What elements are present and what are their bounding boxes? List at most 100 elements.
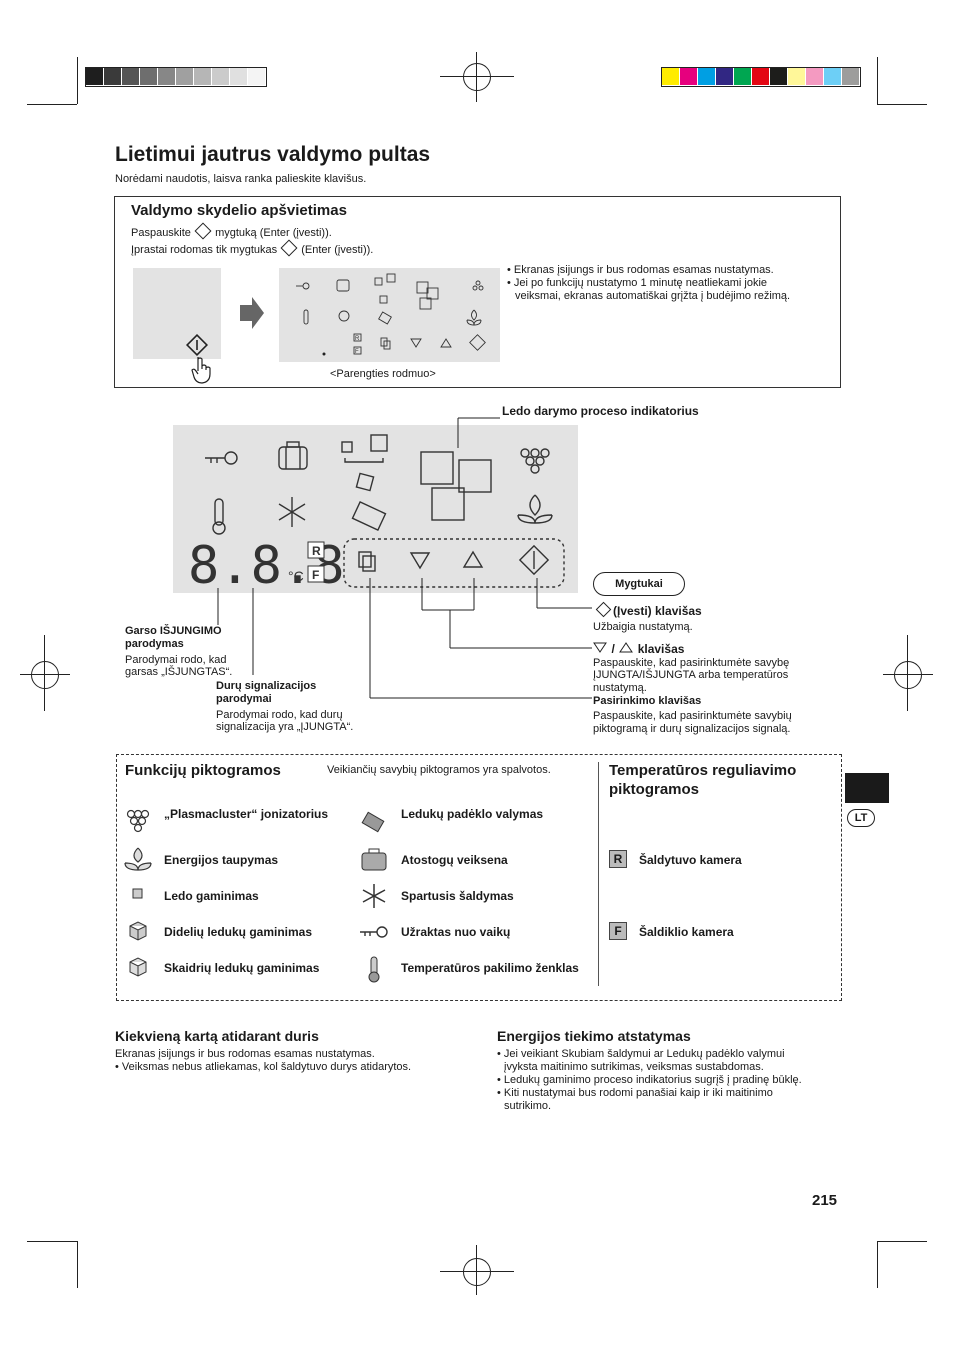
function-icons-box (116, 754, 842, 1001)
sound-off-desc-1: Parodymai rodo, kad (125, 654, 227, 666)
registration-line (476, 1245, 477, 1295)
line1-text-b: mygtuką (Enter (įvesti)). (215, 227, 332, 239)
color-swatch (824, 68, 842, 85)
enter-key-text: (Įvesti) klavišas (613, 604, 702, 618)
full-panel-thumbnail (279, 268, 500, 362)
registration-line (883, 674, 933, 675)
callout-lines (217, 417, 592, 699)
r-badge: R (609, 850, 627, 868)
power-section-line-2: įvyksta maitinimo sutrikimas, veiksmas s… (504, 1061, 764, 1073)
svg-text:R: R (355, 336, 360, 342)
ice-tray-cleaning-icon (361, 811, 385, 833)
color-swatch (104, 68, 122, 85)
func-clear-ice: Skaidrių ledukų gaminimas (164, 961, 320, 975)
plasmacluster-icon (126, 809, 150, 833)
registration-line (440, 1271, 514, 1272)
crop-mark (877, 57, 878, 104)
hand-pointer-icon (191, 357, 211, 384)
panel-lighting-line2: Įprastai rodomas tik mygtukas (Enter (įv… (131, 239, 374, 257)
control-panel-icons: 8.8.8 °C R F (188, 434, 565, 593)
thermometer-icon (368, 956, 380, 983)
crop-mark (27, 104, 77, 105)
color-swatch (788, 68, 806, 85)
color-swatch (194, 68, 212, 85)
enter-icon (595, 601, 612, 618)
f-badge: F (609, 922, 627, 940)
select-desc-2: piktogramą ir durų signalizacijos signal… (593, 723, 791, 735)
updown-key-text: klavišas (637, 642, 685, 656)
freezer-compartment-label: Šaldiklio kamera (639, 925, 734, 939)
ice-making-icon (132, 888, 143, 899)
select-desc-1: Paspauskite, kad pasirinktumėte savybių (593, 710, 792, 722)
functions-note: Veikiančių savybių piktogramos yra spalv… (327, 764, 551, 776)
power-section-line-3: • Ledukų gaminimo proceso indikatorius s… (497, 1074, 802, 1086)
color-swatch (734, 68, 752, 85)
page-title: Lietimui jautrus valdymo pultas (115, 143, 431, 166)
color-swatch (248, 68, 266, 85)
r-indicator: R (312, 544, 321, 558)
func-energy-saving: Energijos taupymas (164, 853, 279, 867)
func-ice-making: Ledo gaminimas (164, 889, 259, 903)
power-section-heading: Energijos tiekimo atstatymas (497, 1028, 691, 1044)
panel-lighting-line1: Paspauskite mygtuką (Enter (įvesti)). (131, 222, 332, 240)
page-number: 215 (812, 1192, 838, 1209)
enter-button-icon[interactable] (186, 334, 208, 356)
updown-desc-1: Paspauskite, kad pasirinktumėte savybę (593, 657, 790, 669)
select-key-label: Pasirinkimo klavišas (593, 695, 702, 707)
door-alarm-title-1: Durų signalizacijos (216, 680, 317, 692)
func-express-freeze: Spartusis šaldymas (401, 889, 514, 903)
updown-separator: / (611, 642, 615, 656)
large-ice-icon (129, 921, 147, 941)
crop-mark (77, 1241, 78, 1288)
func-temp-rise: Temperatūros pakilimo ženklas (401, 961, 579, 975)
registration-mark (31, 661, 59, 689)
crop-mark (877, 104, 927, 105)
color-swatch (842, 68, 860, 85)
crop-mark (27, 1241, 77, 1242)
color-calibration-bar (661, 67, 861, 87)
panel-lighting-heading: Valdymo skydelio apšvietimas (131, 202, 347, 219)
panel-note-1: • Ekranas įsijungs ir bus rodomas esamas… (507, 264, 774, 276)
svg-text:F: F (355, 349, 359, 355)
door-alarm-desc-1: Parodymai rodo, kad durų (216, 709, 343, 721)
updown-key-label: / klavišas (593, 640, 684, 658)
page-subtitle: Norėdami naudotis, laisva ranka palieski… (115, 173, 367, 185)
enter-icon (280, 239, 298, 257)
standby-caption: <Parengties rodmuo> (330, 368, 436, 380)
line2-text-a: Įprastai rodomas tik mygtukas (131, 244, 278, 256)
eco-leaf-icon (124, 847, 152, 871)
func-vacation: Atostogų veiksena (401, 853, 508, 867)
full-panel-icons: R F (296, 273, 486, 356)
crop-mark (877, 1241, 927, 1242)
color-swatch (158, 68, 176, 85)
updown-desc-2: ĮJUNGTA/IŠJUNGTA arba temperatūros (593, 669, 789, 681)
temp-heading-1: Temperatūros reguliavimo (609, 762, 797, 779)
registration-mark (463, 1258, 491, 1286)
child-lock-key-icon (360, 926, 388, 938)
registration-line (907, 635, 908, 711)
down-triangle-icon (593, 642, 607, 653)
sound-off-title-2: parodymas (125, 638, 184, 650)
sound-off-desc-2: garsas „IŠJUNGTAS“. (125, 666, 233, 678)
clear-ice-icon (129, 957, 147, 977)
color-swatch (212, 68, 230, 85)
func-plasmacluster: „Plasmacluster“ jonizatorius (164, 807, 329, 821)
door-section-line-2: • Veiksmas nebus atliekamas, kol šaldytu… (115, 1061, 412, 1073)
color-swatch (806, 68, 824, 85)
color-swatch (230, 68, 248, 85)
color-swatch (752, 68, 770, 85)
display-unit: °C (288, 568, 304, 584)
panel-note-3: veiksmai, ekranas automatiškai grįžta į … (515, 290, 791, 302)
updown-desc-3: nustatymą. (593, 682, 647, 694)
line2-text-b: (Enter (įvesti)). (301, 244, 374, 256)
buttons-label-pill: Mygtukai (593, 572, 685, 596)
power-section-line-5: sutrikimo. (504, 1100, 552, 1112)
functions-heading: Funkcijų piktogramos (125, 762, 281, 779)
enter-key-label: (Įvesti) klavišas (595, 601, 702, 620)
registration-line (44, 635, 45, 711)
enter-icon (194, 222, 212, 240)
func-tray-cleaning: Ledukų padėklo valymas (401, 807, 544, 821)
color-swatch (716, 68, 734, 85)
func-large-ice: Didelių ledukų gaminimas (164, 925, 313, 939)
door-section-heading: Kiekvieną kartą atidarant duris (115, 1028, 319, 1044)
